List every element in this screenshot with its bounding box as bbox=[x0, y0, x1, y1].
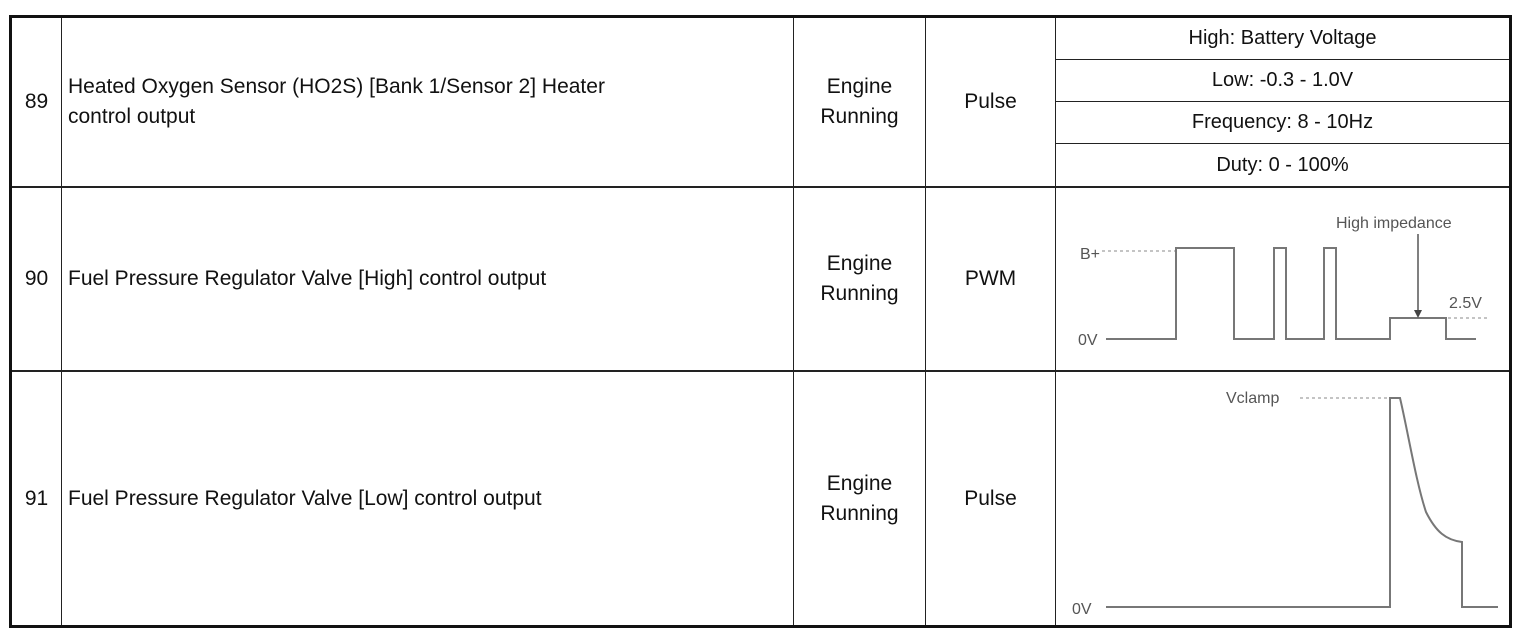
spec-divider bbox=[1056, 101, 1509, 102]
row-condition: Engine Running bbox=[794, 18, 925, 186]
condition-line: Running bbox=[820, 282, 899, 305]
column-divider bbox=[1055, 18, 1056, 625]
spec-frequency: Frequency: 8 - 10Hz bbox=[1056, 102, 1509, 143]
type-text: Pulse bbox=[964, 90, 1017, 113]
row-type: PWM bbox=[926, 188, 1055, 370]
description-line: Heated Oxygen Sensor (HO2S) [Bank 1/Sens… bbox=[68, 75, 605, 98]
spec-divider bbox=[1056, 59, 1509, 60]
zero-volt-label: 0V bbox=[1072, 601, 1092, 618]
type-text: PWM bbox=[964, 267, 1017, 290]
spec-high: High: Battery Voltage bbox=[1056, 18, 1509, 59]
pulse-signal-trace bbox=[1106, 397, 1498, 608]
row-number-text: 91 bbox=[24, 486, 49, 510]
row-condition: Engine Running bbox=[794, 188, 925, 370]
vclamp-label: Vclamp bbox=[1226, 390, 1279, 407]
pwm-waveform: B+ 0V High impedance 2.5V bbox=[1078, 215, 1488, 349]
row-number: 89 bbox=[12, 18, 61, 186]
description-text: Fuel Pressure Regulator Valve [Low] cont… bbox=[68, 486, 542, 510]
row-number: 90 bbox=[12, 188, 61, 370]
row-type: Pulse bbox=[926, 372, 1055, 625]
row-number: 91 bbox=[12, 372, 61, 625]
high-impedance-label: High impedance bbox=[1336, 215, 1452, 232]
two-point-five-volt-label: 2.5V bbox=[1449, 295, 1482, 312]
spec-text: Frequency: 8 - 10Hz bbox=[1191, 111, 1374, 133]
row-description: Fuel Pressure Regulator Valve [Low] cont… bbox=[62, 372, 793, 625]
column-divider bbox=[793, 18, 794, 625]
description-text: Fuel Pressure Regulator Valve [High] con… bbox=[68, 267, 547, 290]
row-divider bbox=[12, 186, 1509, 188]
row-number-text: 90 bbox=[24, 267, 49, 290]
column-divider bbox=[925, 18, 926, 625]
spec-duty: Duty: 0 - 100% bbox=[1056, 144, 1509, 186]
column-divider bbox=[61, 18, 62, 625]
spec-divider bbox=[1056, 143, 1509, 144]
zero-volt-label: 0V bbox=[1078, 332, 1098, 349]
arrow-head-icon bbox=[1414, 310, 1422, 318]
pulse-waveform: Vclamp 0V bbox=[1072, 390, 1498, 618]
spec-text: High: Battery Voltage bbox=[1188, 27, 1377, 49]
spec-text: Duty: 0 - 100% bbox=[1216, 153, 1349, 176]
type-text: Pulse bbox=[964, 486, 1017, 510]
row-description: Heated Oxygen Sensor (HO2S) [Bank 1/Sens… bbox=[62, 18, 793, 186]
row-description: Fuel Pressure Regulator Valve [High] con… bbox=[62, 188, 793, 370]
condition-line: Engine bbox=[826, 471, 893, 495]
condition-line: Engine bbox=[826, 75, 893, 98]
row-type: Pulse bbox=[926, 18, 1055, 186]
condition-line: Running bbox=[820, 501, 899, 525]
spec-low: Low: -0.3 - 1.0V bbox=[1056, 60, 1509, 101]
row-number-text: 89 bbox=[24, 90, 49, 113]
row-divider bbox=[12, 370, 1509, 372]
condition-line: Engine bbox=[826, 252, 893, 275]
condition-line: Running bbox=[820, 105, 899, 128]
row-condition: Engine Running bbox=[794, 372, 925, 625]
b-plus-label: B+ bbox=[1080, 246, 1100, 263]
pwm-signal-trace bbox=[1106, 247, 1476, 340]
description-line: control output bbox=[68, 105, 196, 128]
signal-table: 89 Heated Oxygen Sensor (HO2S) [Bank 1/S… bbox=[9, 15, 1512, 628]
spec-text: Low: -0.3 - 1.0V bbox=[1211, 69, 1354, 91]
